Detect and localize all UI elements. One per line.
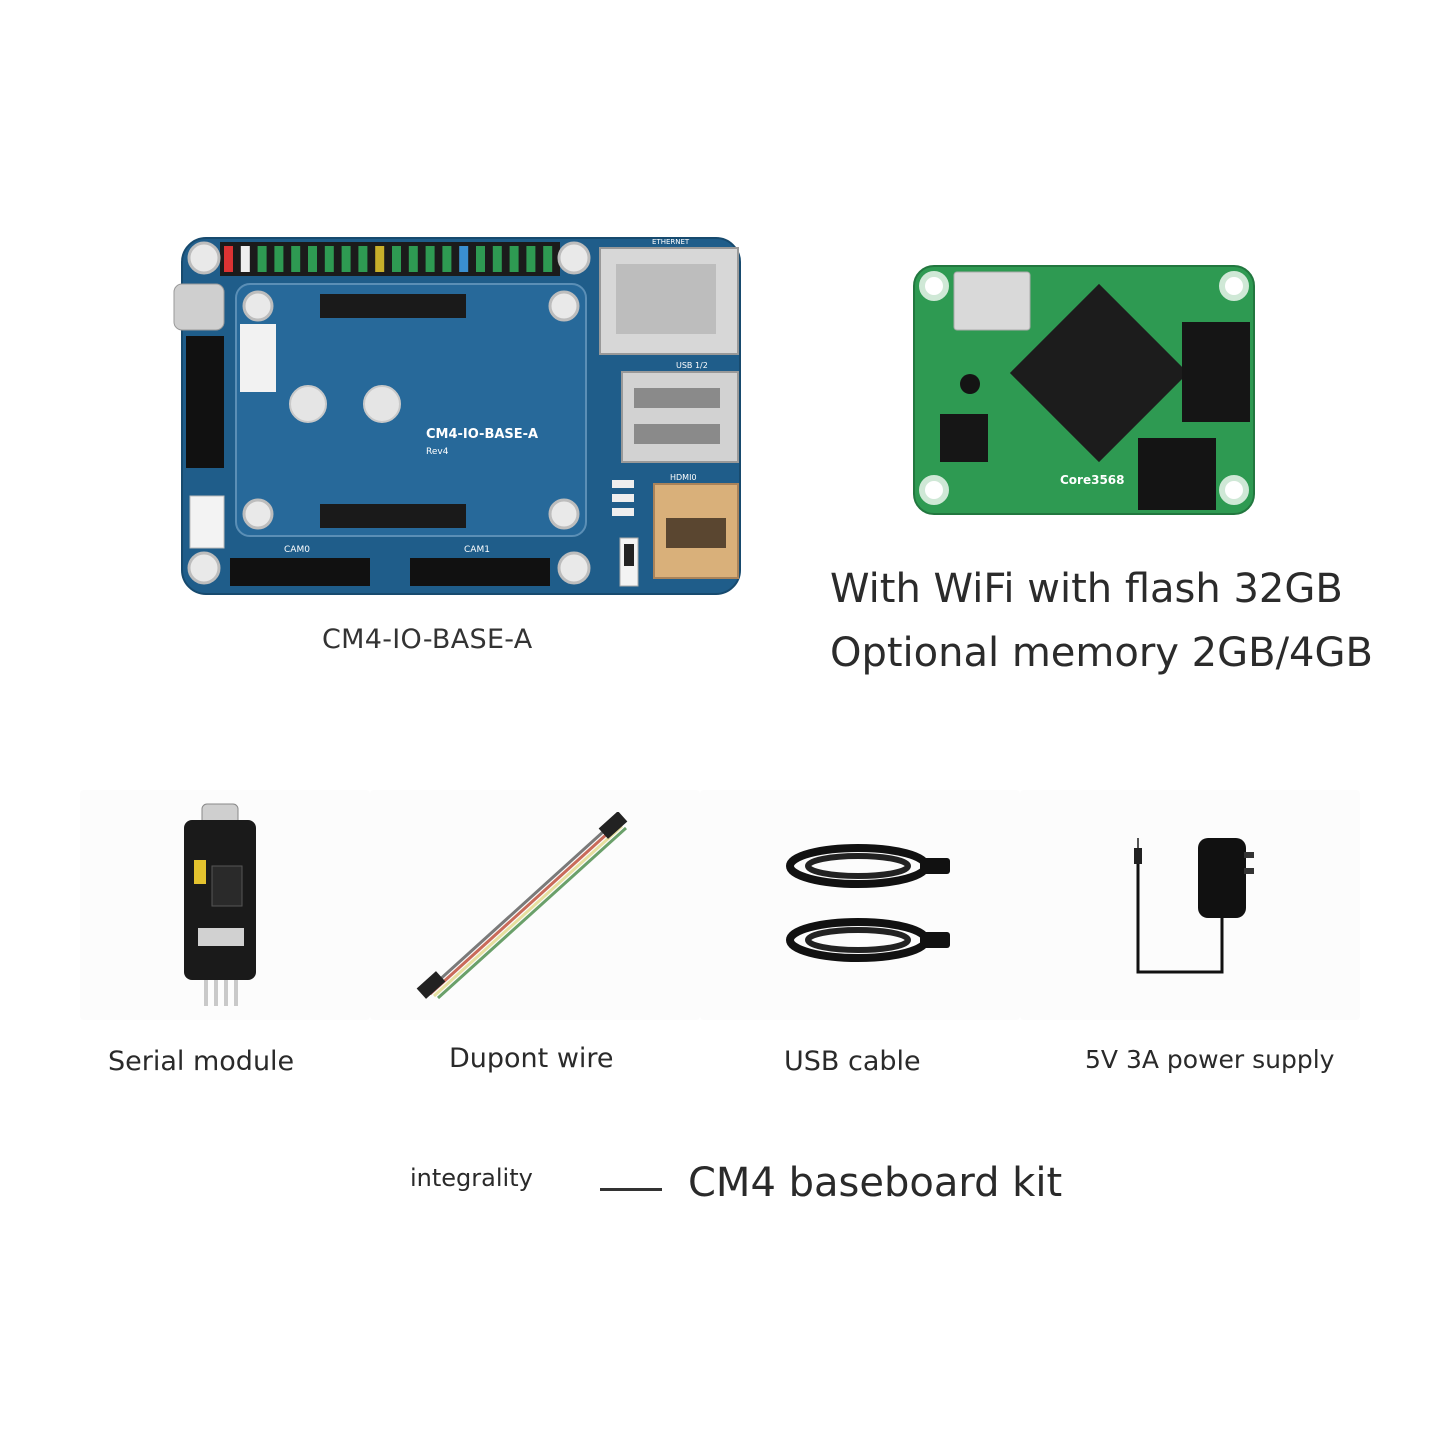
gpio-pin	[375, 246, 385, 272]
baseboard-image: CM4-IO-BASE-A Rev4 ETHERNET USB 1/2 HDMI…	[173, 237, 741, 595]
gpio-pin	[509, 246, 519, 272]
power-adapter-icon	[1134, 838, 1254, 974]
gpio-pin	[425, 246, 435, 272]
accessory-panel-power	[1020, 790, 1360, 1020]
gpio-pin	[442, 246, 452, 272]
gpio-pin	[358, 246, 368, 272]
gpio-header	[220, 242, 560, 276]
core-description-line-2: Optional memory 2GB/4GB	[830, 630, 1373, 676]
accessory-panel-usb	[700, 790, 1020, 1020]
svg-text:USB 1/2: USB 1/2	[676, 361, 708, 370]
gpio-pin	[392, 246, 401, 272]
gpio-pin	[224, 246, 233, 272]
gpio-pin	[492, 246, 502, 272]
svg-text:CAM0: CAM0	[284, 545, 310, 555]
accessory-label-usb-cable: USB cable	[784, 1046, 921, 1077]
svg-text:HDMI0: HDMI0	[670, 473, 697, 482]
gpio-pin	[543, 246, 553, 272]
dupont-wire-icon	[416, 812, 628, 1000]
svg-text:Rev4: Rev4	[426, 447, 449, 457]
svg-text:CAM1: CAM1	[464, 545, 490, 555]
core-module-image: Core3568	[913, 265, 1255, 515]
gpio-pin	[274, 246, 284, 272]
gpio-pin	[341, 246, 351, 272]
accessory-label-power-supply: 5V 3A power supply	[1085, 1045, 1335, 1074]
core-module-silk-name: Core3568	[1060, 473, 1125, 487]
footer-kit-name: CM4 baseboard kit	[688, 1160, 1063, 1206]
gpio-pin	[240, 246, 250, 272]
baseboard-silk-name: CM4-IO-BASE-A	[426, 427, 538, 442]
gpio-pin	[526, 246, 536, 272]
footer-dash	[600, 1188, 662, 1191]
accessory-label-serial-module: Serial module	[108, 1046, 295, 1077]
gpio-pin	[324, 246, 334, 272]
gpio-pin	[308, 246, 317, 272]
baseboard-caption: CM4-IO-BASE-A	[322, 624, 533, 655]
gpio-pin	[476, 246, 485, 272]
gpio-pin	[459, 246, 469, 272]
gpio-pin	[408, 246, 418, 272]
accessory-label-dupont-wire: Dupont wire	[449, 1043, 614, 1074]
usb-serial-module-icon	[184, 803, 256, 1006]
gpio-pin	[291, 246, 301, 272]
gpio-pin	[257, 246, 267, 272]
footer-integrality-label: integrality	[410, 1164, 533, 1192]
core-description-line-1: With WiFi with flash 32GB	[830, 566, 1343, 612]
svg-text:ETHERNET: ETHERNET	[652, 238, 690, 246]
usb-cable-icon	[786, 844, 950, 962]
